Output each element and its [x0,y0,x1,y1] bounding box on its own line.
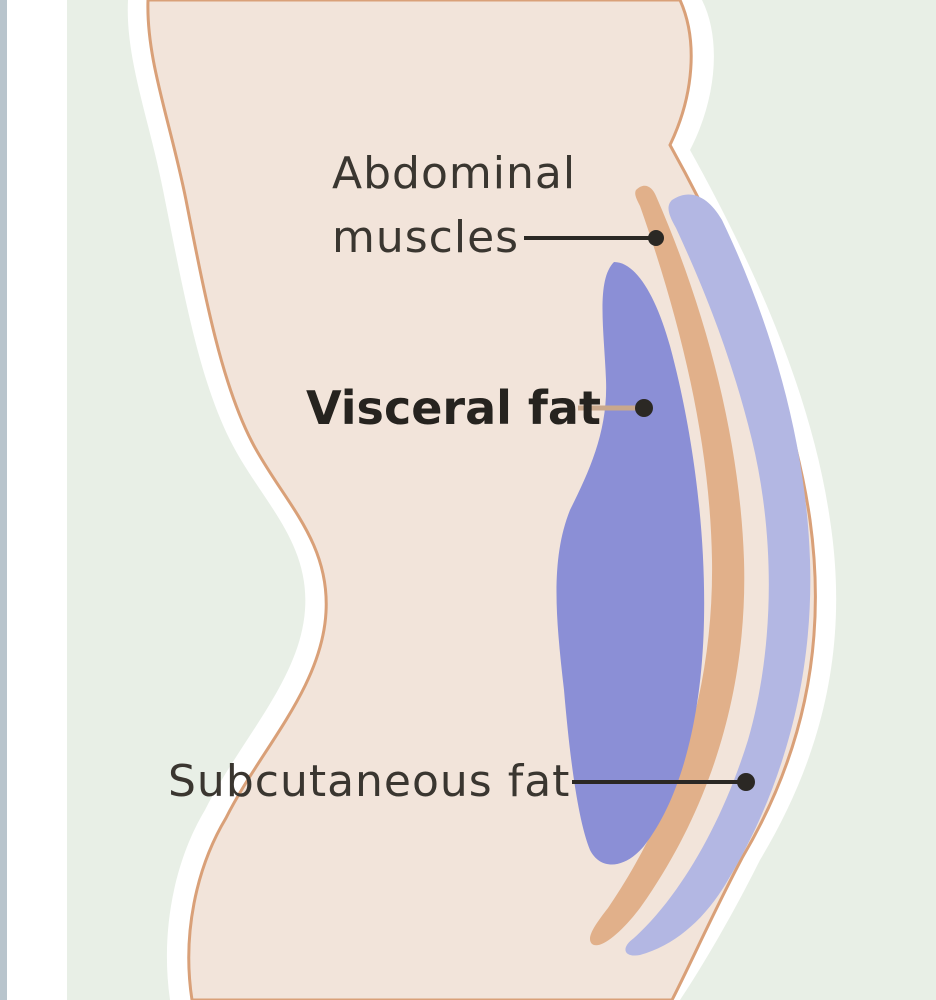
visceral-fat-label: Visceral fat [306,381,601,435]
abdominal-muscles-label-line2: muscles [332,212,520,263]
abdominal-muscle-band [589,185,745,946]
abdominal-muscles-leader-dot [648,230,664,246]
subcutaneous-fat-leader-dot [737,773,755,791]
visceral-fat-region [556,262,705,865]
subcutaneous-fat-label: Subcutaneous fat [168,756,571,807]
subcutaneous-fat-layer [625,194,811,956]
left-white-strip [7,0,67,1000]
visceral-fat-leader-dot [635,399,653,417]
abdominal-muscles-label-line1: Abdominal [332,148,577,199]
left-border-bar [0,0,7,1000]
abdominal-muscles-label: Abdominal muscles [332,142,576,270]
